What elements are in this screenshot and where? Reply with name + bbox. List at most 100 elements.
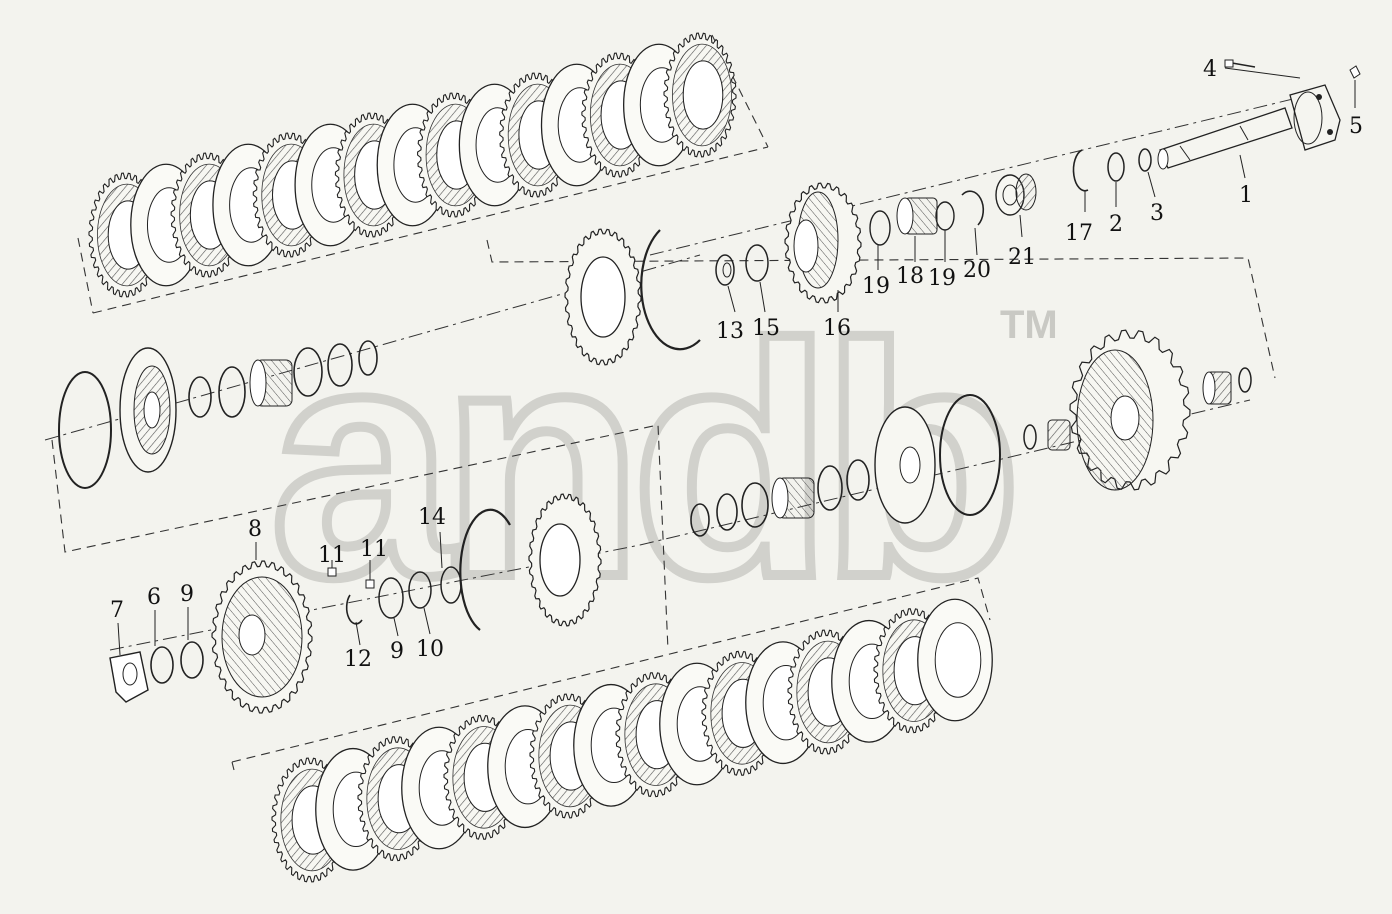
watermark-trademark: TM [1000, 303, 1058, 347]
lock-plate-7 [109, 651, 149, 703]
flange-bolt-hole [1316, 94, 1322, 100]
needle-bearing-right-end [771, 477, 789, 519]
shaft-end [1157, 148, 1169, 170]
lower-mid-parts [327, 493, 602, 631]
callout-18: 18 [896, 264, 924, 289]
snap-ring-12 [345, 594, 363, 625]
clutch-drum-hub [1110, 395, 1140, 441]
flange-face [1293, 91, 1323, 145]
piston-left-bore [143, 391, 161, 429]
leader-15 [759, 281, 766, 313]
lower-clutch-pack [271, 598, 993, 883]
washer-14 [440, 566, 462, 604]
callout-2: 2 [1109, 212, 1123, 237]
toothed-plate-lower-bore [539, 523, 581, 597]
output-shaft [1157, 59, 1361, 170]
bushing-mid [1047, 419, 1071, 451]
washer-13 [715, 254, 735, 286]
washer-left-a [218, 366, 246, 418]
callout-9a: 9 [180, 582, 194, 607]
callout-3: 3 [1150, 201, 1164, 226]
axis-upper-right [649, 89, 1331, 256]
upper-small-parts [869, 148, 1152, 246]
ring-mid-small [1023, 424, 1037, 450]
bearing-21-race [1015, 173, 1037, 211]
callout-9b: 9 [390, 639, 404, 664]
needle-bearing-18-end [896, 197, 914, 235]
shaft-groove [1239, 125, 1249, 141]
callout-13: 13 [716, 319, 744, 344]
callout-10: 10 [416, 637, 444, 662]
upper-clutch-pack [88, 32, 737, 298]
toothed-plate-upper-bore [580, 256, 626, 338]
washer-6 [150, 646, 174, 684]
washer-15 [745, 244, 769, 282]
left-shaft-outline [51, 424, 669, 651]
seal-ring-right [939, 394, 1001, 516]
callout-19a: 19 [862, 274, 890, 299]
axis-lower-left [109, 544, 641, 651]
callout-14: 14 [418, 505, 446, 530]
callout-21: 21 [1008, 245, 1036, 270]
snap-ring-large-lower [459, 508, 511, 631]
lock-plate-7-hole [122, 662, 138, 686]
callout-15: 15 [752, 316, 780, 341]
callout-4: 4 [1203, 57, 1217, 82]
callout-17: 17 [1065, 221, 1093, 246]
snap-ring-large-upper [640, 229, 701, 351]
leader-4 [1224, 67, 1301, 79]
piston-right-bore [899, 446, 921, 484]
left-shaft-parts [58, 340, 378, 489]
callout-8: 8 [248, 517, 262, 542]
ring-right-a [846, 459, 870, 501]
callout-19b: 19 [928, 266, 956, 291]
ring-left-b [327, 343, 353, 387]
washer-9b [378, 577, 404, 619]
leader-9b [393, 617, 399, 637]
leader-21 [1019, 214, 1023, 238]
leader-3 [1147, 171, 1156, 198]
washer-10 [408, 571, 432, 609]
bolt [1231, 62, 1256, 68]
washer-9a [180, 641, 204, 679]
callout-1: 1 [1239, 183, 1253, 208]
leader-10 [423, 607, 431, 635]
shaft-flange [1289, 84, 1341, 151]
leader-7 [117, 622, 121, 656]
lower-clutch-pack-outline [231, 577, 991, 771]
snap-ring-17 [1072, 149, 1089, 192]
leader-1 [1239, 154, 1246, 179]
leader-lines [117, 67, 1356, 656]
washer-19a [869, 210, 891, 246]
washer-13-inner [722, 262, 732, 278]
bolt-head [1224, 59, 1234, 68]
shaft-body [1159, 107, 1293, 169]
ring-left-a [358, 340, 378, 376]
callout-12: 12 [344, 647, 372, 672]
leader-14 [439, 531, 443, 569]
upper-mid-parts [564, 228, 769, 366]
washer-right-c [690, 503, 710, 537]
washer-right-a [741, 482, 769, 528]
leader-20 [974, 227, 978, 256]
washer-right-b [716, 493, 738, 531]
washer-left-b [188, 376, 212, 418]
bushing-right-end [1202, 371, 1216, 405]
seal-ring-left [58, 371, 112, 489]
pin-11b [365, 579, 375, 589]
gear-8-bore [238, 614, 266, 656]
callout-5: 5 [1349, 114, 1363, 139]
ring-right-b [817, 465, 843, 511]
right-drum-parts [690, 329, 1252, 537]
ring-2 [1107, 152, 1125, 182]
ring-right-end [1238, 367, 1252, 393]
callout-20: 20 [963, 258, 991, 283]
snap-ring-20 [961, 190, 985, 226]
leader-12 [355, 621, 361, 646]
gear-8 [211, 560, 313, 714]
callout-6: 6 [147, 585, 161, 610]
pin-11a [327, 567, 337, 577]
callout-16: 16 [823, 316, 851, 341]
